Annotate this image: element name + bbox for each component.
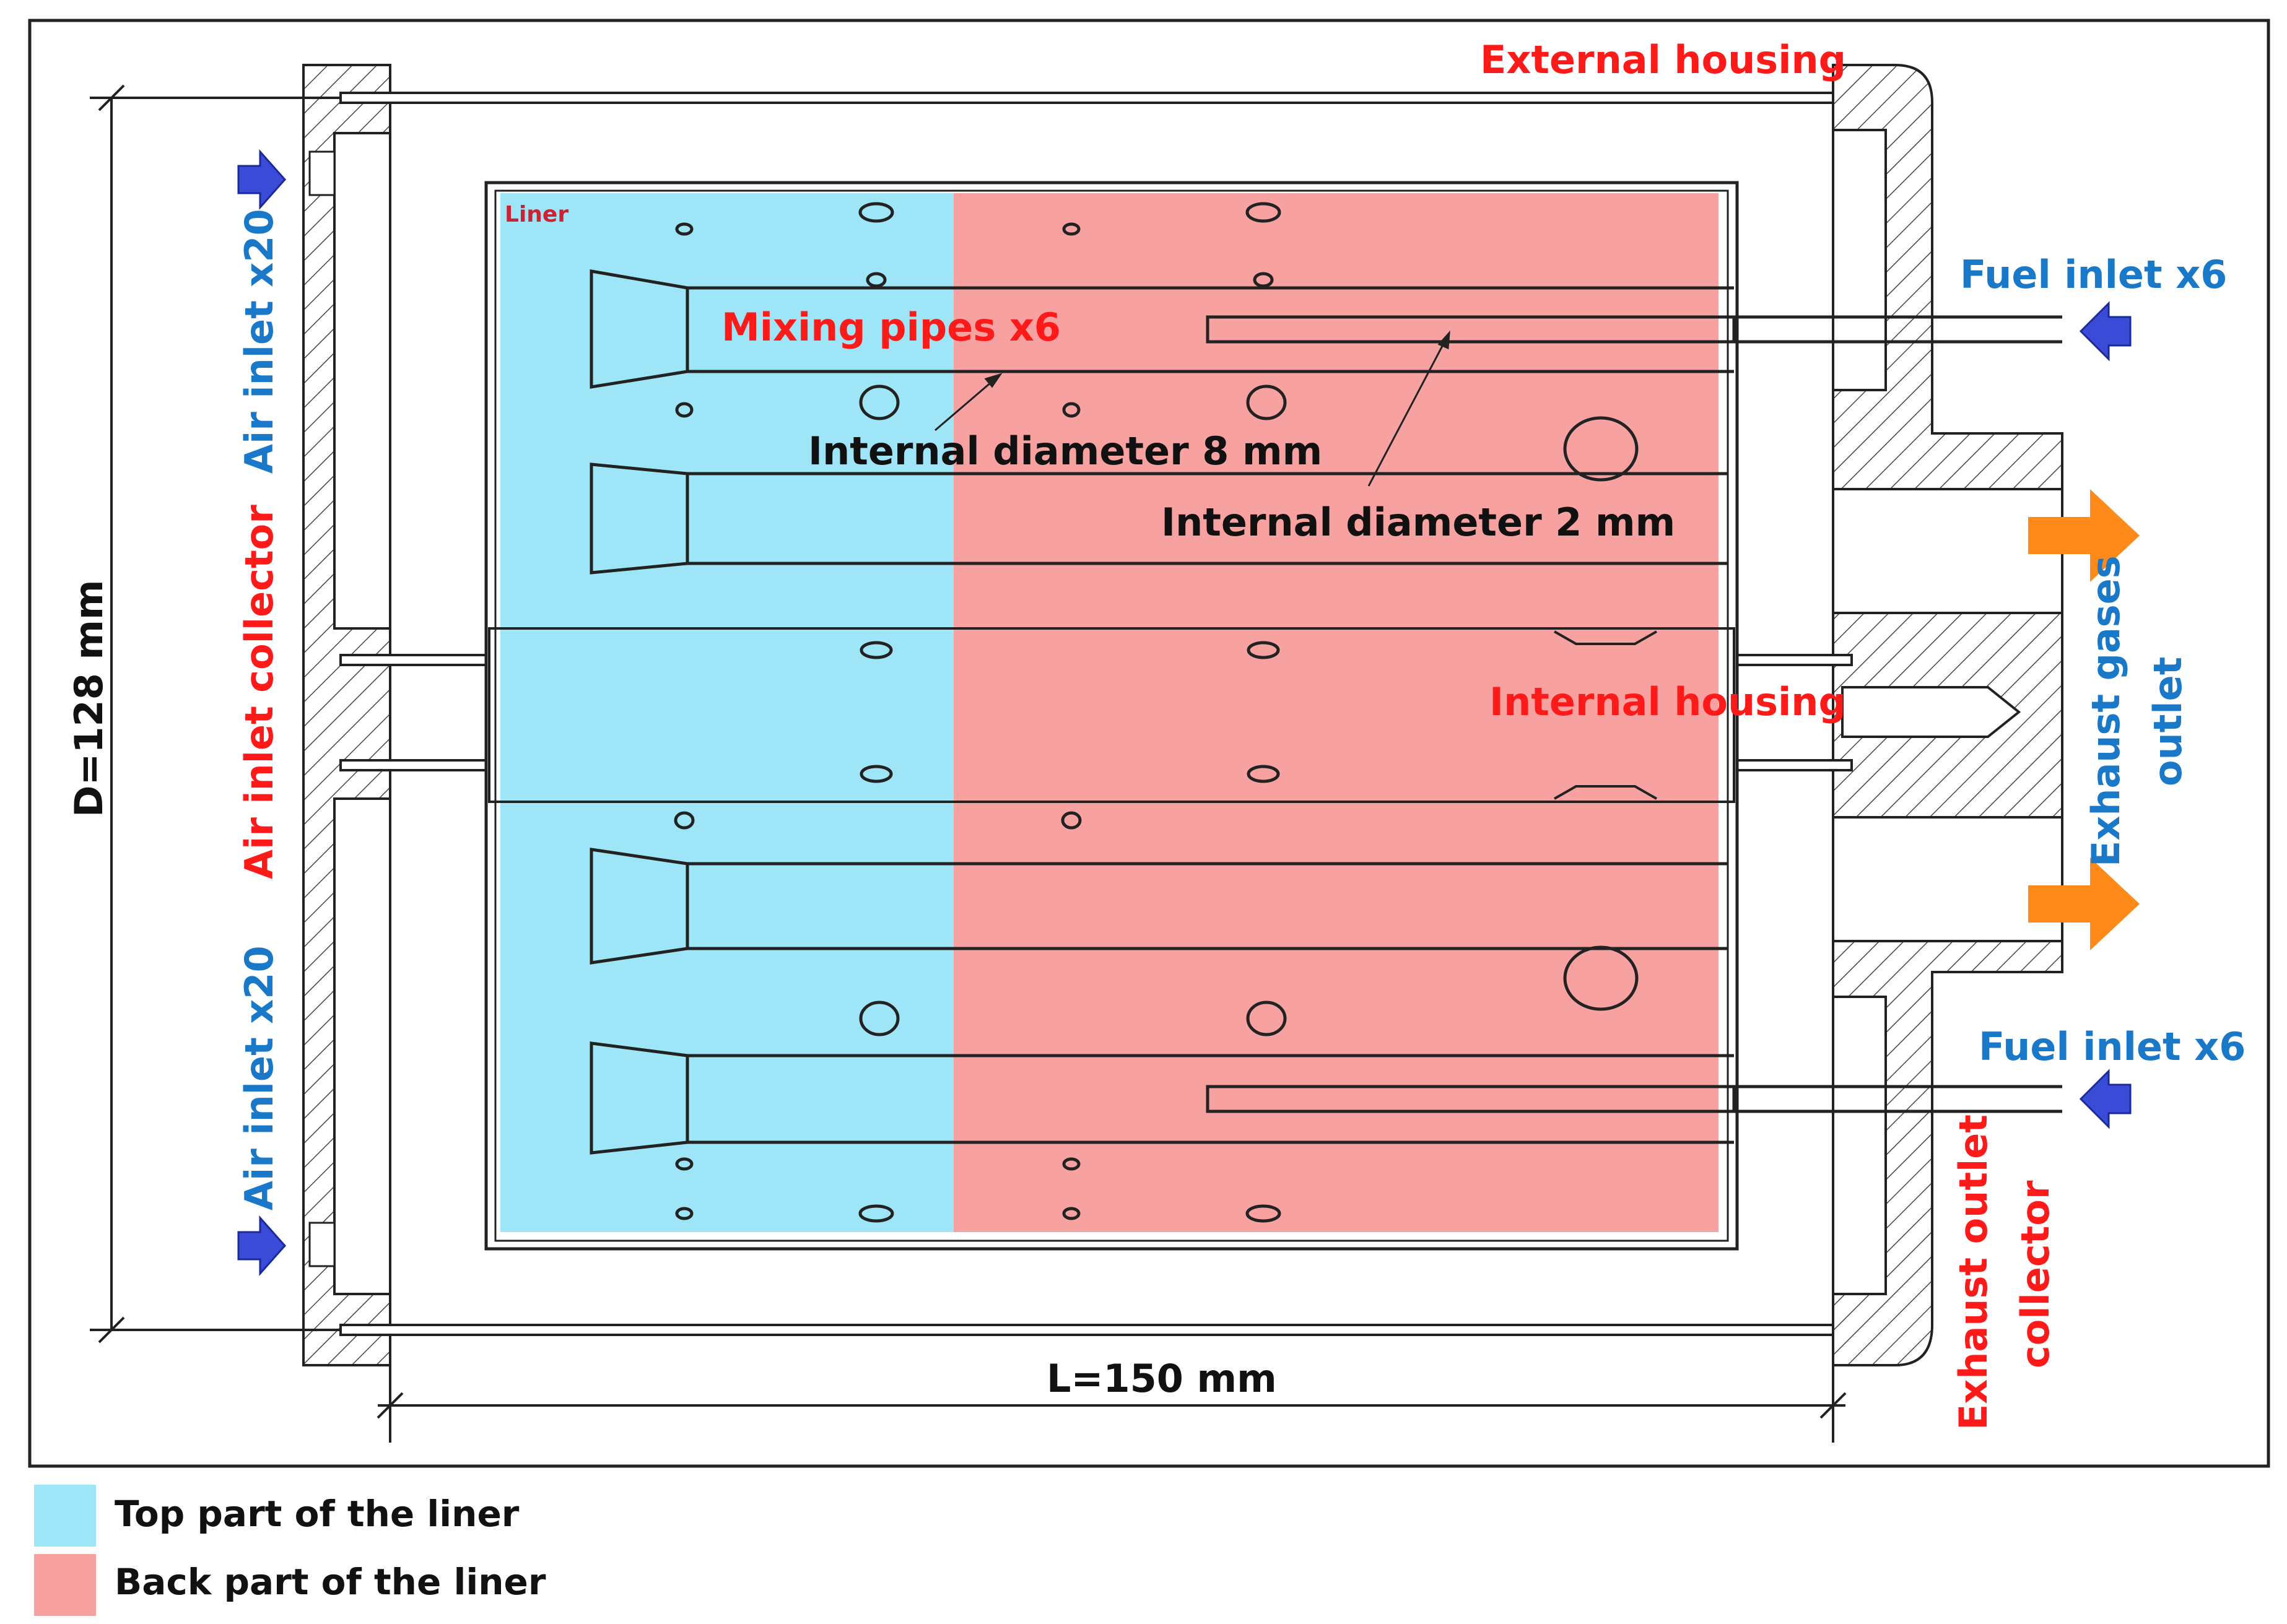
label-fuel-inlet-bottom: Fuel inlet x6 <box>1979 1024 2246 1069</box>
label-exhaust-collector-line1: Exhaust outlet <box>1951 1114 1996 1430</box>
label-fuel-inlet-top: Fuel inlet x6 <box>1960 252 2227 297</box>
mixing-pipes <box>590 269 1734 1155</box>
label-internal-diameter-2: Internal diameter 2 mm <box>1161 500 1675 545</box>
leader-lines <box>934 330 1450 487</box>
label-air-inlet-bottom: Air inlet x20 <box>237 945 282 1210</box>
label-liner: Liner <box>505 202 568 227</box>
exhaust-arrow-top <box>2028 489 2140 582</box>
label-exhaust-collector-line2: collector <box>2013 1180 2058 1368</box>
legend-swatch-top <box>34 1485 96 1547</box>
liner-holes <box>674 202 1639 1223</box>
legend-swatch-back <box>34 1554 96 1616</box>
air-inlet-arrow-top <box>237 149 287 210</box>
label-internal-housing: Internal housing <box>1489 679 1846 724</box>
liner-back-region <box>954 193 1719 1232</box>
fuel-inlet-arrow-bottom <box>2079 1069 2132 1129</box>
label-mixing-pipes: Mixing pipes x6 <box>721 305 1061 350</box>
label-diameter: D=128 mm <box>66 580 111 817</box>
liner-top-region <box>500 193 954 1232</box>
diameter-dimension <box>90 84 341 1344</box>
air-inlet-collector-wall <box>302 64 391 1366</box>
label-air-inlet-collector: Air inlet collector <box>237 505 282 879</box>
label-exhaust-gases-line1: Exhaust gases <box>2083 555 2128 867</box>
label-internal-diameter-8: Internal diameter 8 mm <box>808 428 1322 474</box>
legend-label-back: Back part of the liner <box>115 1561 546 1603</box>
exhaust-arrow-bottom <box>2028 858 2140 950</box>
legend-label-top: Top part of the liner <box>115 1493 520 1535</box>
length-dimension <box>377 1337 1847 1443</box>
legend: Top part of the liner Back part of the l… <box>34 1485 546 1616</box>
label-exhaust-gases-line2: outlet <box>2145 657 2190 786</box>
label-air-inlet-top: Air inlet x20 <box>237 209 282 474</box>
fuel-inlet-arrow-top <box>2079 301 2132 362</box>
exhaust-outlet-collector-wall <box>1832 64 2063 1366</box>
label-external-housing: External housing <box>1480 37 1846 82</box>
air-inlet-arrow-bottom <box>237 1215 287 1276</box>
label-length: L=150 mm <box>1047 1356 1277 1401</box>
fuel-pipes <box>1206 315 2062 1113</box>
